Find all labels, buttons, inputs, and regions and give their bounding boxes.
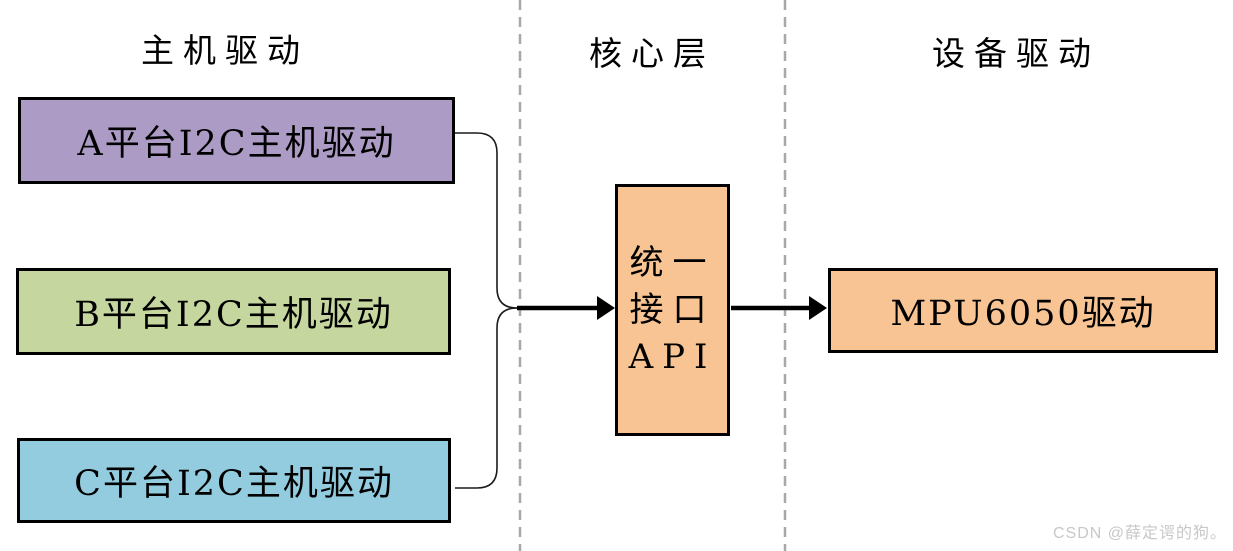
arrow-to-core-api-head	[597, 296, 615, 320]
box-platform-a-i2c-host-driver: A平台I2C主机驱动	[18, 97, 455, 184]
box-platform-b-i2c-host-driver: B平台I2C主机驱动	[16, 268, 451, 355]
column-header-device-driver: 设备驱动	[932, 34, 1100, 73]
box-mpu6050-driver: MPU6050驱动	[828, 268, 1218, 353]
connector-curve-platform-a	[455, 132, 518, 309]
column-header-host-driver: 主机驱动	[141, 31, 309, 70]
arrow-to-device-driver-head	[809, 296, 827, 320]
box-unified-interface-api: 统一 接口 API	[615, 184, 730, 436]
connector-curve-platform-c	[455, 307, 518, 489]
column-header-core-layer: 核心层	[589, 34, 715, 73]
box-platform-c-i2c-host-driver: C平台I2C主机驱动	[17, 438, 451, 523]
csdn-watermark: CSDN @薛定谔的狗。	[1052, 525, 1227, 542]
